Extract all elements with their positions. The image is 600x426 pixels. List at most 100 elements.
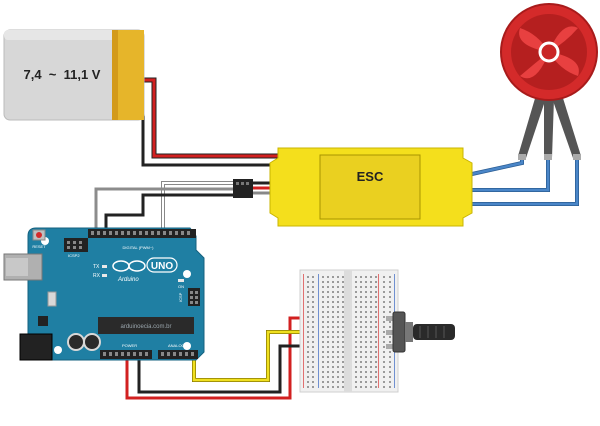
breadboard-hole: [337, 311, 339, 313]
breadboard-hole: [337, 366, 339, 368]
breadboard-hole: [322, 346, 324, 348]
breadboard-hole: [337, 316, 339, 318]
breadboard-hole: [332, 336, 334, 338]
breadboard-hole: [307, 336, 309, 338]
breadboard-hole: [307, 386, 309, 388]
breadboard-hole: [365, 291, 367, 293]
breadboard-hole: [312, 336, 314, 338]
breadboard-hole: [322, 321, 324, 323]
breadboard-hole: [307, 371, 309, 373]
breadboard-hole: [383, 286, 385, 288]
breadboard-hole: [307, 381, 309, 383]
breadboard-hole: [342, 316, 344, 318]
breadboard-hole: [312, 356, 314, 358]
breadboard-hole: [365, 276, 367, 278]
breadboard-hole: [389, 311, 391, 313]
breadboard-hole: [355, 276, 357, 278]
breadboard-hole: [337, 371, 339, 373]
motor-lead-sleeve-3: [552, 95, 581, 158]
breadboard-hole: [327, 381, 329, 383]
signal-gray-wire: [94, 187, 233, 235]
breadboard-hole: [355, 381, 357, 383]
breadboard-hole: [375, 281, 377, 283]
breadboard-hole: [312, 306, 314, 308]
breadboard-hole: [327, 291, 329, 293]
motor-blue-wire-3-core: [463, 158, 579, 206]
breadboard-hole: [375, 341, 377, 343]
breadboard-hole: [370, 306, 372, 308]
watermark-label: arduinoecia.com.br: [120, 324, 171, 330]
breadboard-hole: [322, 336, 324, 338]
icsp2-label: ICSP2: [68, 253, 80, 258]
breadboard-hole: [375, 286, 377, 288]
breadboard-hole: [332, 301, 334, 303]
breadboard-hole: [332, 306, 334, 308]
breadboard-hole: [327, 356, 329, 358]
battery-red-wire-core: [136, 78, 278, 158]
breadboard-hole: [327, 336, 329, 338]
breadboard-hole: [307, 376, 309, 378]
breadboard-hole: [355, 346, 357, 348]
analog-header: [158, 350, 198, 359]
breadboard-hole: [312, 296, 314, 298]
breadboard-hole: [312, 381, 314, 383]
breadboard-hole: [307, 366, 309, 368]
breadboard-hole: [383, 296, 385, 298]
breadboard-hole: [337, 336, 339, 338]
breadboard-hole: [312, 386, 314, 388]
breadboard-hole: [307, 351, 309, 353]
breadboard-hole: [307, 356, 309, 358]
battery: 7,4 ~ 11,1 V: [3, 29, 145, 121]
breadboard-hole: [383, 336, 385, 338]
breadboard-hole: [360, 361, 362, 363]
breadboard-hole: [327, 296, 329, 298]
breadboard-hole: [332, 386, 334, 388]
breadboard-hole: [389, 306, 391, 308]
breadboard-hole: [370, 341, 372, 343]
breadboard-hole: [370, 321, 372, 323]
icsp2-header: [64, 238, 88, 252]
breadboard-hole: [360, 311, 362, 313]
battery-cap-edge: [112, 30, 118, 120]
breadboard-hole: [383, 366, 385, 368]
breadboard-hole: [307, 361, 309, 363]
breadboard-hole: [322, 276, 324, 278]
breadboard-hole: [342, 386, 344, 388]
breadboard-hole: [375, 346, 377, 348]
breadboard-hole: [355, 296, 357, 298]
breadboard-hole: [332, 351, 334, 353]
breadboard-hole: [375, 296, 377, 298]
breadboard-hole: [337, 361, 339, 363]
breadboard-hole: [383, 326, 385, 328]
breadboard-hole: [342, 306, 344, 308]
breadboard-hole: [389, 381, 391, 383]
breadboard-hole: [375, 311, 377, 313]
breadboard-hole: [383, 306, 385, 308]
breadboard-hole: [312, 321, 314, 323]
breadboard-hole: [383, 321, 385, 323]
breadboard-hole: [389, 376, 391, 378]
potentiometer: [386, 311, 455, 353]
breadboard-hole: [370, 291, 372, 293]
breadboard-hole: [337, 291, 339, 293]
digital-label: DIGITAL (PWM~): [123, 245, 155, 250]
breadboard-hole: [383, 301, 385, 303]
breadboard-hole: [332, 281, 334, 283]
breadboard-hole: [327, 276, 329, 278]
breadboard-hole: [365, 361, 367, 363]
breadboard-hole: [365, 386, 367, 388]
breadboard-hole: [360, 286, 362, 288]
breadboard-hole: [312, 286, 314, 288]
signal-black-wire: [104, 193, 233, 235]
breadboard-hole: [332, 366, 334, 368]
breadboard-hole: [389, 341, 391, 343]
breadboard-hole: [375, 321, 377, 323]
breadboard-hole: [307, 331, 309, 333]
breadboard-hole: [342, 281, 344, 283]
breadboard-hole: [375, 291, 377, 293]
breadboard-hole: [322, 386, 324, 388]
breadboard-hole: [355, 366, 357, 368]
breadboard-hole: [322, 356, 324, 358]
rail-right-red: [378, 274, 379, 388]
